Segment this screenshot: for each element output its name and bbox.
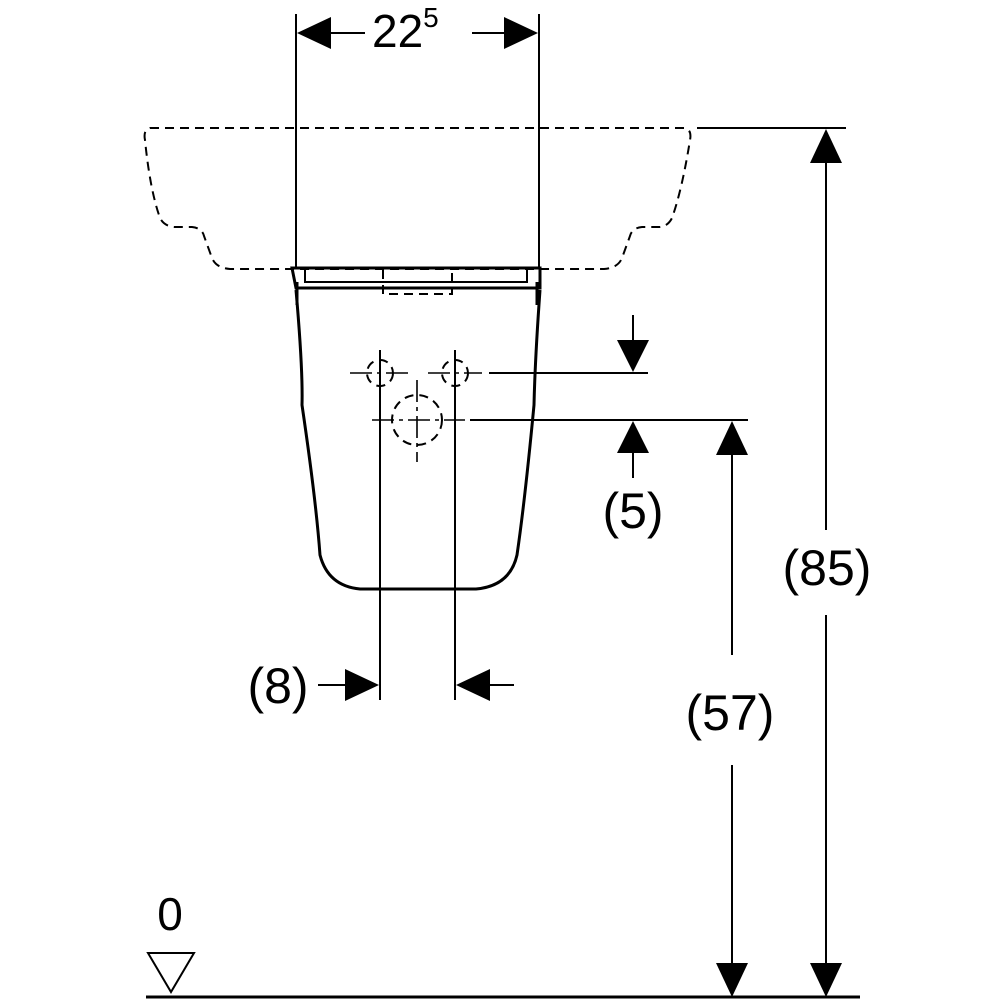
- spacing-arrow-left: [456, 669, 490, 701]
- total-height-arrow-top: [810, 129, 842, 163]
- width-label: 225: [372, 2, 439, 57]
- connection-height-arrow-bottom: [716, 963, 748, 997]
- connection-height-dimension: (57): [686, 421, 775, 997]
- width-superscript: 5: [423, 2, 439, 33]
- connection-points: [350, 359, 482, 462]
- connection-offset-label: (5): [602, 483, 663, 539]
- offset-arrow-up: [617, 421, 649, 453]
- connection-height-label: (57): [686, 685, 775, 741]
- connection-spacing-label: (8): [247, 658, 308, 714]
- connection-offset-dimension: (5): [602, 315, 664, 539]
- spacing-arrow-right: [345, 669, 379, 701]
- floor-level-triangle-icon: [146, 952, 196, 994]
- offset-arrow-down: [617, 340, 649, 372]
- connection-height-arrow-top: [716, 421, 748, 455]
- total-height-label: (85): [783, 540, 872, 596]
- semi-pedestal: [290, 266, 542, 591]
- width-arrow-right: [504, 17, 538, 49]
- width-dimension: 225: [297, 2, 538, 57]
- floor-level-marker: 0: [146, 888, 860, 999]
- total-height-dimension: (85): [783, 129, 872, 997]
- floor-level-label: 0: [157, 888, 183, 940]
- connection-spacing-dimension: (8): [247, 658, 514, 714]
- total-height-arrow-bottom: [810, 963, 842, 997]
- width-main-value: 22: [372, 5, 423, 57]
- width-arrow-left: [297, 17, 331, 49]
- extension-lines: [295, 14, 846, 700]
